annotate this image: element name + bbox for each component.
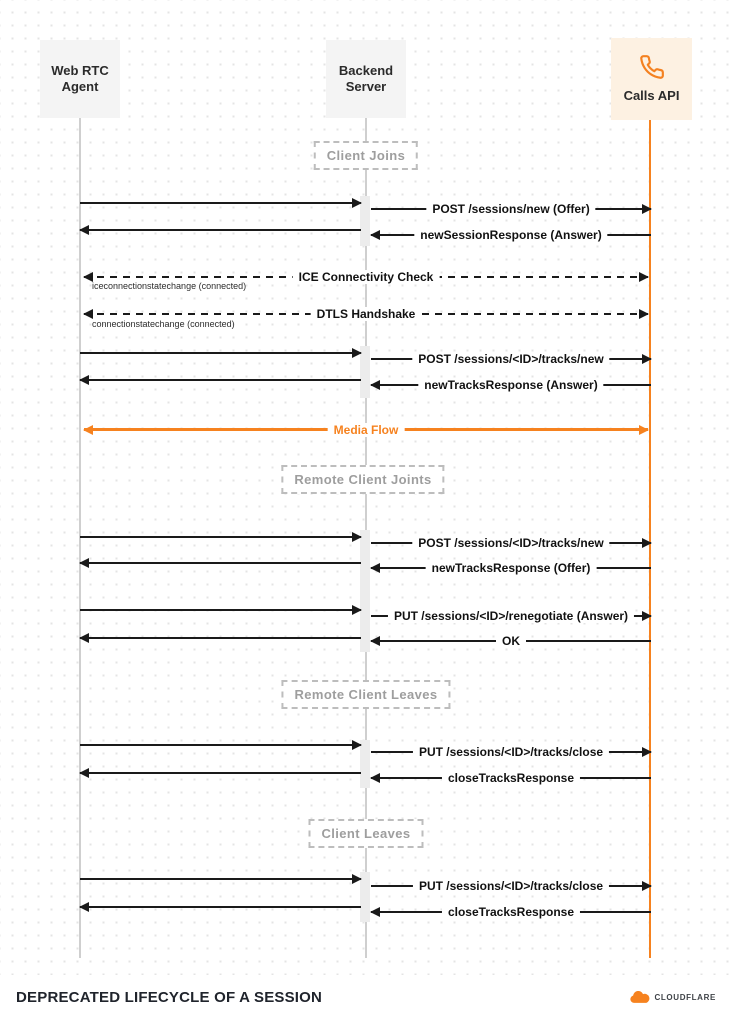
message-label: ICE Connectivity Check xyxy=(292,270,440,284)
diagram-title: DEPRECATED LIFECYCLE OF A SESSION xyxy=(16,988,323,1006)
arrow-post-tracks-new: POST /sessions/<ID>/tracks/new xyxy=(371,536,652,550)
message-label: Media Flow xyxy=(327,422,405,437)
lifeline-webrtc-agent xyxy=(79,118,81,958)
arrowhead-right xyxy=(639,272,649,282)
arrow-close-tracks-response: closeTracksResponse xyxy=(370,905,651,919)
message-label: POST /sessions/<ID>/tracks/new xyxy=(412,352,610,366)
arrow-new-tracks-response-offer: newTracksResponse (Offer) xyxy=(370,561,651,575)
arrowhead-left xyxy=(83,272,93,282)
arrowhead-right xyxy=(352,348,362,358)
actor-webrtc-agent: Web RTC Agent xyxy=(40,40,120,118)
arrowhead-right xyxy=(642,204,652,214)
activation-bar xyxy=(360,346,370,398)
activation-bar xyxy=(360,196,370,246)
arrow-webrtc-to-backend xyxy=(80,740,362,750)
arrow-backend-to-webrtc xyxy=(79,375,361,385)
arrowhead-right xyxy=(639,424,649,435)
arrow-backend-to-webrtc xyxy=(79,768,361,778)
cloudflare-cloud-icon xyxy=(630,990,650,1003)
cloudflare-logo: CLOUDFLARE xyxy=(630,990,716,1004)
arrowhead-left xyxy=(370,230,380,240)
arrow-webrtc-to-backend xyxy=(80,348,362,358)
arrow-backend-to-webrtc xyxy=(79,225,361,235)
arrow-ice-connectivity-check: ICE Connectivity Check xyxy=(83,270,649,284)
arrow-backend-to-webrtc xyxy=(79,633,361,643)
phase-remote-client-joins: Remote Client Joints xyxy=(281,465,445,494)
message-label: newSessionResponse (Answer) xyxy=(414,228,608,242)
phase-remote-client-leaves: Remote Client Leaves xyxy=(281,680,451,709)
message-label: POST /sessions/new (Offer) xyxy=(426,202,596,216)
arrow-new-tracks-response-answer: newTracksResponse (Answer) xyxy=(370,378,651,392)
arrowhead-right xyxy=(642,538,652,548)
arrowhead-left xyxy=(370,636,380,646)
arrowhead-left xyxy=(370,907,380,917)
arrowhead-left xyxy=(370,773,380,783)
phone-icon xyxy=(639,54,664,79)
footer: DEPRECATED LIFECYCLE OF A SESSION CLOUDF… xyxy=(0,975,732,1019)
phase-client-joins: Client Joins xyxy=(313,141,419,170)
arrowhead-left xyxy=(370,380,380,390)
arrow-new-session-response: newSessionResponse (Answer) xyxy=(370,228,651,242)
message-label: closeTracksResponse xyxy=(441,771,581,785)
message-label: OK xyxy=(496,634,526,648)
arrow-post-sessions-new: POST /sessions/new (Offer) xyxy=(371,202,652,216)
arrowhead-right xyxy=(352,605,362,615)
arrow-backend-to-webrtc xyxy=(79,902,361,912)
actor-label: Web RTC xyxy=(51,62,109,78)
arrowhead-right xyxy=(639,309,649,319)
arrow-backend-to-webrtc xyxy=(79,558,361,568)
actor-label: Server xyxy=(345,79,387,94)
actor-backend-server: Backend Server xyxy=(326,40,406,118)
message-label: newTracksResponse (Answer) xyxy=(418,378,604,392)
arrowhead-right xyxy=(642,881,652,891)
arrowhead-right xyxy=(352,198,362,208)
arrowhead-right xyxy=(352,740,362,750)
arrowhead-left xyxy=(79,633,89,643)
message-label: DTLS Handshake xyxy=(310,307,422,321)
arrow-ok: OK xyxy=(370,634,651,648)
actor-calls-api: Calls API xyxy=(611,38,692,120)
message-label: PUT /sessions/<ID>/renegotiate (Answer) xyxy=(387,609,635,623)
message-label: PUT /sessions/<ID>/tracks/close xyxy=(412,745,610,759)
arrow-put-tracks-close: PUT /sessions/<ID>/tracks/close xyxy=(371,879,652,893)
arrow-webrtc-to-backend xyxy=(80,198,362,208)
arrowhead-left xyxy=(79,902,89,912)
arrowhead-left xyxy=(83,309,93,319)
ice-state-note: iceconnectionstatechange (connected) xyxy=(92,281,247,291)
arrow-put-renegotiate: PUT /sessions/<ID>/renegotiate (Answer) xyxy=(371,609,652,623)
arrow-webrtc-to-backend xyxy=(80,605,362,615)
cloudflare-wordmark: CLOUDFLARE xyxy=(654,992,716,1002)
arrowhead-right xyxy=(352,532,362,542)
dtls-state-note: connectionstatechange (connected) xyxy=(92,319,235,329)
activation-bar xyxy=(360,530,370,652)
message-label: newTracksResponse (Offer) xyxy=(425,561,597,575)
arrowhead-left xyxy=(79,225,89,235)
actor-label: Backend xyxy=(338,62,394,78)
arrowhead-right xyxy=(642,354,652,364)
arrowhead-left xyxy=(370,563,380,573)
arrow-put-tracks-close: PUT /sessions/<ID>/tracks/close xyxy=(371,745,652,759)
phase-client-leaves: Client Leaves xyxy=(308,819,424,848)
arrow-post-tracks-new: POST /sessions/<ID>/tracks/new xyxy=(371,352,652,366)
message-label: POST /sessions/<ID>/tracks/new xyxy=(412,536,610,550)
arrowhead-left xyxy=(79,768,89,778)
arrow-dtls-handshake: DTLS Handshake xyxy=(83,307,649,321)
arrow-webrtc-to-backend xyxy=(80,532,362,542)
activation-bar xyxy=(360,872,370,922)
message-label: PUT /sessions/<ID>/tracks/close xyxy=(412,879,610,893)
message-label: closeTracksResponse xyxy=(441,905,581,919)
arrowhead-left xyxy=(83,424,93,435)
arrow-media-flow: Media Flow xyxy=(83,422,649,437)
activation-bar xyxy=(360,740,370,788)
arrowhead-right xyxy=(352,874,362,884)
arrowhead-right xyxy=(642,611,652,621)
arrowhead-right xyxy=(642,747,652,757)
arrow-webrtc-to-backend xyxy=(80,874,362,884)
arrowhead-left xyxy=(79,375,89,385)
actor-label: Agent xyxy=(61,79,99,94)
arrowhead-left xyxy=(79,558,89,568)
actor-label: Calls API xyxy=(623,87,680,103)
arrow-close-tracks-response: closeTracksResponse xyxy=(370,771,651,785)
